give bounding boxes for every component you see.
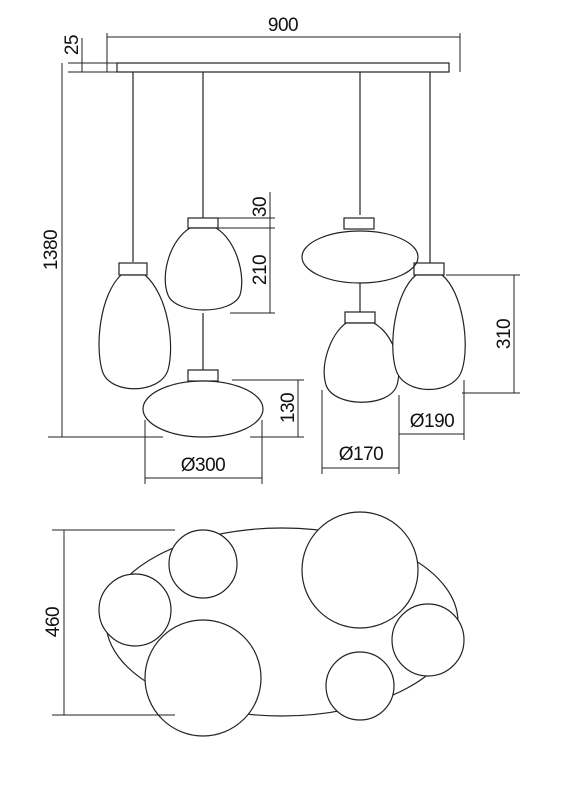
plan-shade-small-right: [391, 603, 465, 677]
dim-label-900: 900: [268, 15, 298, 36]
shade-small-mid: [164, 227, 243, 311]
dim-label-d300: Ø300: [181, 455, 225, 476]
cap-flat-left: [187, 369, 219, 382]
cap-tall-left: [118, 262, 148, 276]
plan-shade-large-bottom-left: [144, 619, 262, 737]
plan-shade-large-top-right: [301, 511, 419, 629]
plan-view: 460: [43, 511, 465, 737]
shade-tall-left: [98, 274, 172, 390]
shade-tall-right: [392, 274, 466, 390]
dim-label-30: 30: [250, 197, 271, 217]
dim-label-d170: Ø170: [339, 444, 383, 465]
elevation-view: 900 25 1380 30 210 310 130 Ø300: [41, 15, 520, 484]
cap-tall-right: [413, 262, 445, 276]
shade-small-right: [323, 322, 400, 403]
cap-flat-right: [343, 217, 375, 230]
dim-label-130: 130: [278, 393, 299, 423]
cap-small-right: [344, 311, 376, 324]
shade-flat-right: [301, 230, 419, 284]
cap-small-mid: [187, 217, 219, 229]
dim-label-460: 460: [43, 607, 64, 637]
dim-label-d190: Ø190: [410, 411, 454, 432]
shade-flat-left: [142, 380, 264, 438]
plan-shade-small-left: [98, 573, 172, 647]
dim-label-25: 25: [62, 35, 83, 55]
dim-label-210: 210: [250, 255, 271, 285]
plan-shade-small-bottom-right: [325, 651, 395, 721]
plan-shade-small-top-left: [168, 529, 238, 599]
ceiling-canopy: [116, 62, 450, 73]
dim-label-1380: 1380: [41, 230, 62, 270]
dim-label-310: 310: [494, 319, 515, 349]
